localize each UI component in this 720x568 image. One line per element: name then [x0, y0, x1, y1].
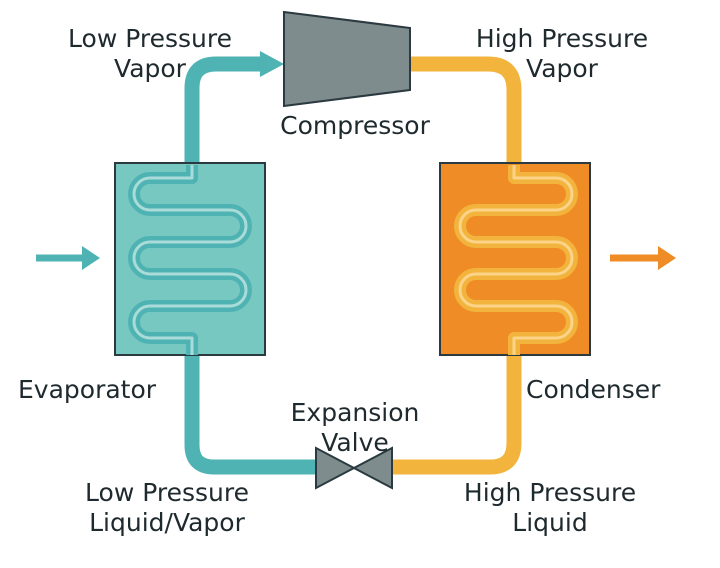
label-high-pressure-vapor-line1: High Pressure — [475, 24, 649, 53]
label-low-pressure-liquid-vapor-line1: Low Pressure — [85, 478, 249, 507]
label-low-pressure-vapor: Low Pressure Vapor — [50, 24, 250, 84]
label-expansion-valve: Expansion Valve — [260, 398, 450, 458]
label-low-pressure-liquid-vapor: Low Pressure Liquid/Vapor — [52, 478, 282, 538]
label-low-pressure-vapor-line2: Vapor — [114, 54, 186, 83]
evaporator-coil-highlight — [132, 165, 248, 355]
condenser-box — [439, 162, 591, 356]
label-expansion-valve-line2: Valve — [321, 428, 389, 457]
high-pressure-line — [390, 56, 522, 475]
label-evaporator-text: Evaporator — [18, 375, 157, 404]
label-compressor: Compressor — [255, 111, 455, 141]
label-high-pressure-vapor: High Pressure Vapor — [452, 24, 672, 84]
label-compressor-text: Compressor — [280, 111, 430, 140]
label-high-pressure-liquid-line1: High Pressure — [463, 478, 637, 507]
compressor-shape — [283, 10, 411, 108]
expansion-valve-icon — [315, 446, 393, 490]
label-high-pressure-liquid: High Pressure Liquid — [440, 478, 660, 538]
label-evaporator: Evaporator — [18, 375, 188, 405]
low-pressure-line — [184, 56, 318, 475]
outflow-arrow-icon — [610, 246, 676, 270]
label-low-pressure-vapor-line1: Low Pressure — [68, 24, 232, 53]
label-expansion-valve-line1: Expansion — [290, 398, 420, 427]
condenser-coil-highlight — [458, 165, 574, 355]
label-high-pressure-liquid-line2: Liquid — [512, 508, 588, 537]
label-condenser: Condenser — [526, 375, 696, 405]
inflow-arrow-icon — [36, 246, 100, 270]
label-condenser-text: Condenser — [526, 375, 661, 404]
label-low-pressure-liquid-vapor-line2: Liquid/Vapor — [89, 508, 245, 537]
flow-arrow-to-compressor — [260, 51, 284, 77]
label-high-pressure-vapor-line2: Vapor — [526, 54, 598, 83]
